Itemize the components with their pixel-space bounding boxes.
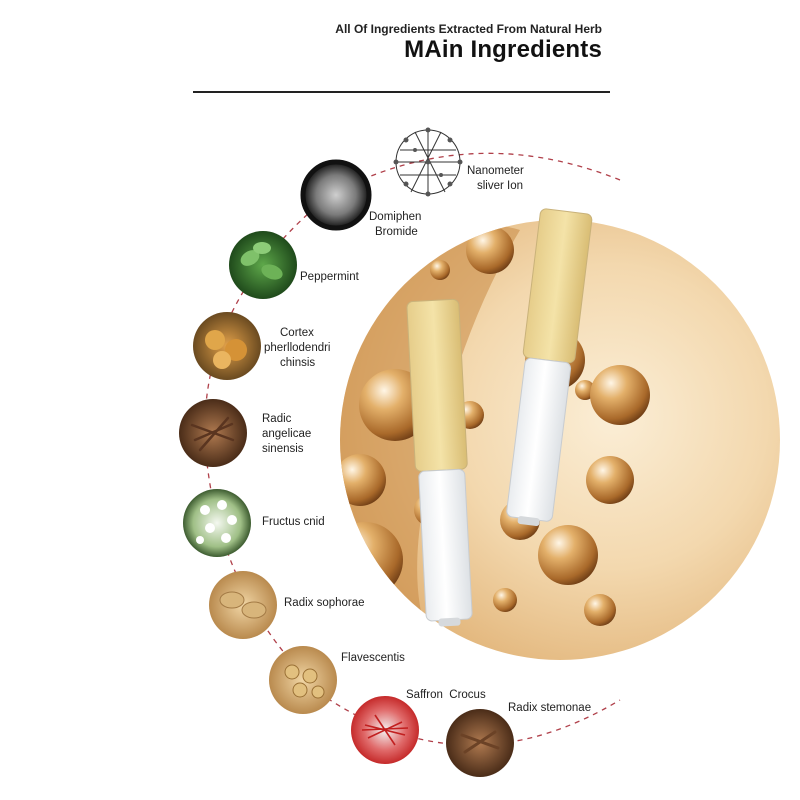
tube-right	[506, 208, 593, 527]
page-title: MAin Ingredients	[404, 36, 602, 63]
powder-icon	[300, 159, 372, 231]
mint-leaf-icon	[229, 231, 297, 299]
ingredient-label-fructus: Fructus cnid	[262, 516, 325, 528]
ingredient-label-radix-sophorae: Radix sophorae	[284, 597, 365, 609]
herb-slices-icon	[269, 646, 337, 714]
root-slice-icon	[209, 571, 277, 639]
ingredient-label-nanometer: Nanometer sliver Ion	[467, 165, 524, 192]
ingredient-label-radix-stemonae: Radix stemonae	[508, 702, 592, 714]
molecule-icon	[393, 127, 463, 197]
ingredient-label-peppermint: Peppermint	[300, 271, 359, 283]
ingredient-label-domiphen: Domiphen Bromide	[369, 211, 422, 238]
tube-left	[406, 298, 473, 627]
ingredient-label-flavescentis: Flavescentis	[341, 652, 405, 664]
title-divider	[193, 91, 610, 93]
mint-leaves	[240, 242, 283, 280]
ingredient-label-radic: Radic angelicae sinensis	[262, 413, 312, 455]
flower-icon	[183, 489, 251, 557]
page-subtitle: All Of Ingredients Extracted From Natura…	[335, 22, 602, 36]
ingredient-label-cortex: Cortex pherllodendri chinsis	[264, 327, 331, 369]
ingredient-label-saffron: Saffron Crocus	[406, 689, 486, 701]
